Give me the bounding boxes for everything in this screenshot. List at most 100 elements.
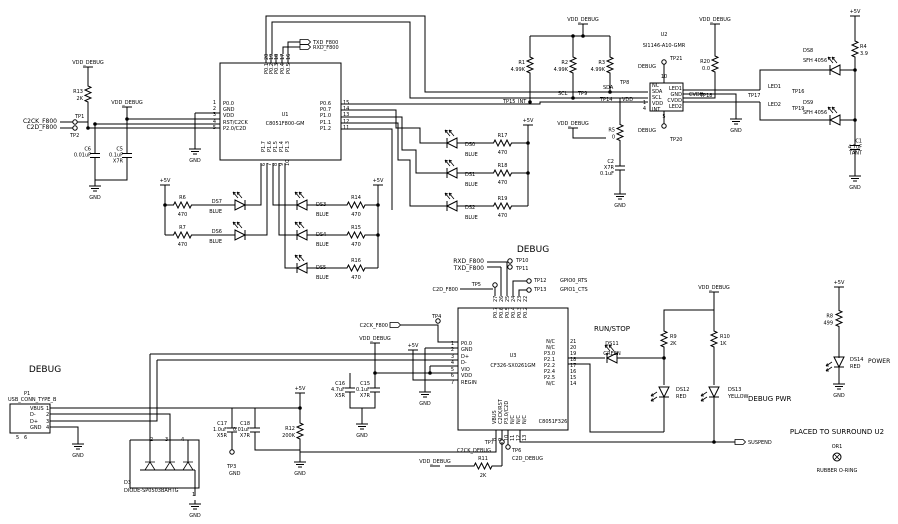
u3-pin-num: 20: [570, 345, 576, 351]
resistor-value: 470: [178, 212, 188, 218]
capacitor-label: C15: [360, 381, 370, 387]
u1-ref: U1: [282, 112, 289, 118]
led-rays: [700, 391, 708, 402]
u1-pin-name: P1.0: [320, 113, 331, 119]
test-point: [526, 287, 532, 293]
wire: [663, 292, 715, 328]
led-color: BLUE: [209, 239, 222, 245]
resistor: [710, 50, 720, 78]
net-label: VDD: [622, 97, 633, 103]
u3-pin-num: 19: [570, 351, 576, 357]
u3-pin-name: P2.4: [544, 369, 555, 375]
net-flag-shape: [734, 439, 747, 445]
usb-body: [9, 403, 51, 434]
wire: [572, 128, 606, 139]
test-point: [507, 264, 513, 270]
u2-pin-num: 1: [643, 100, 646, 106]
u1-pin-name: P1.1: [320, 120, 331, 126]
resistor-ref: R5: [608, 128, 615, 134]
ground-mark: [419, 388, 431, 398]
capacitor-plates: [122, 145, 132, 166]
led-color: BLUE: [465, 215, 478, 221]
resistor-ref: R3: [598, 60, 605, 66]
resistor-zigzag: [165, 230, 200, 240]
wire: [412, 350, 458, 381]
u3-pin-num: 27: [493, 296, 499, 302]
u3-pin-num: 5: [451, 367, 454, 373]
led-rays: [825, 361, 833, 372]
net-flag-shape: [299, 39, 312, 45]
led-body: [658, 386, 670, 399]
test-point: [492, 282, 498, 288]
resistor: [605, 52, 615, 78]
u1-pin-name: P0.6: [320, 101, 331, 107]
u3-part: CF326-SX0261GM: [490, 363, 535, 369]
rail-label: VDD_DEBUG: [698, 285, 730, 291]
rail-label: VDD_DEBUG: [72, 60, 104, 66]
wire: [759, 102, 830, 121]
u3-pin-num: 18: [570, 357, 576, 363]
u1-pin-name: P2.0/C2D: [223, 126, 246, 132]
u1-pin-name: P0.7: [320, 107, 331, 113]
led-ref: DS9: [803, 100, 813, 106]
resistor-value: 2K: [670, 341, 677, 347]
section-heading: POWER: [868, 358, 890, 365]
resistor-value: 499: [823, 321, 833, 327]
u1-pin-name: P1.2: [320, 126, 331, 132]
u3-pin-name: P0.4: [511, 307, 517, 318]
capacitor-label: 0.1uF: [109, 153, 123, 159]
usb-pin-num: 2: [46, 412, 49, 418]
u1-pin-num: 6: [261, 163, 267, 166]
net-label: SUSPEND: [748, 440, 772, 446]
led: [232, 191, 247, 211]
led-body: [295, 229, 308, 241]
capacitor-label: 4.7uF: [331, 387, 345, 393]
u1-pin-name: P1.4: [279, 141, 285, 152]
capacitor: [90, 145, 100, 166]
net-label: RXD_F800: [453, 258, 484, 265]
capacitor-label: C18: [240, 421, 250, 427]
usb-pin-num: 6: [24, 435, 27, 441]
ground-mark: [189, 500, 201, 510]
rail-label: +5V: [523, 118, 534, 124]
junction-dot: [526, 171, 530, 175]
tp-label: TP2: [69, 133, 79, 139]
usb-pin-num: 3: [46, 419, 49, 425]
net-label: C2D_DEBUG: [512, 456, 543, 462]
net-label: TXD_F800: [453, 265, 484, 272]
led: [827, 56, 841, 76]
resistor-zigzag: [464, 461, 502, 471]
capacitor-label: C6: [84, 147, 91, 153]
test-point: [661, 59, 667, 65]
resistor-zigzag: [834, 305, 844, 332]
u2-body: [649, 82, 684, 112]
net-flag-shape: [299, 44, 312, 50]
wire: [272, 163, 297, 206]
usb-pin-name: VBUS: [30, 406, 44, 412]
u1-pin-name: P1.5: [273, 141, 279, 152]
led-rays: [604, 344, 615, 352]
led-ref: DS1: [465, 172, 475, 178]
tp-label: TP3: [226, 464, 236, 470]
wire: [568, 363, 664, 433]
u3-pin-num: 25: [505, 296, 511, 302]
wire: [518, 289, 527, 296]
rail-label: +5V: [160, 178, 171, 184]
tp-label: TP13: [533, 287, 546, 293]
u3-pin-name: P2.2: [544, 363, 555, 369]
led-body: [828, 64, 841, 76]
wire: [129, 439, 200, 489]
resistor: [834, 305, 844, 332]
ground-label: GND: [849, 185, 861, 191]
led-ref: DS0: [465, 142, 475, 148]
ground-label: GND: [72, 453, 84, 459]
resistor-zigzag: [340, 230, 372, 240]
ground-symbol: [614, 190, 626, 200]
u2-ref: U2: [661, 32, 668, 38]
diode-mark: [182, 461, 194, 471]
resistor-ref: R16: [351, 258, 361, 264]
wire: [341, 101, 648, 105]
u1-pin-num: 13: [343, 112, 349, 118]
u1-pin-name: P0.2: [269, 63, 275, 74]
tp-label: TP16: [791, 89, 804, 95]
